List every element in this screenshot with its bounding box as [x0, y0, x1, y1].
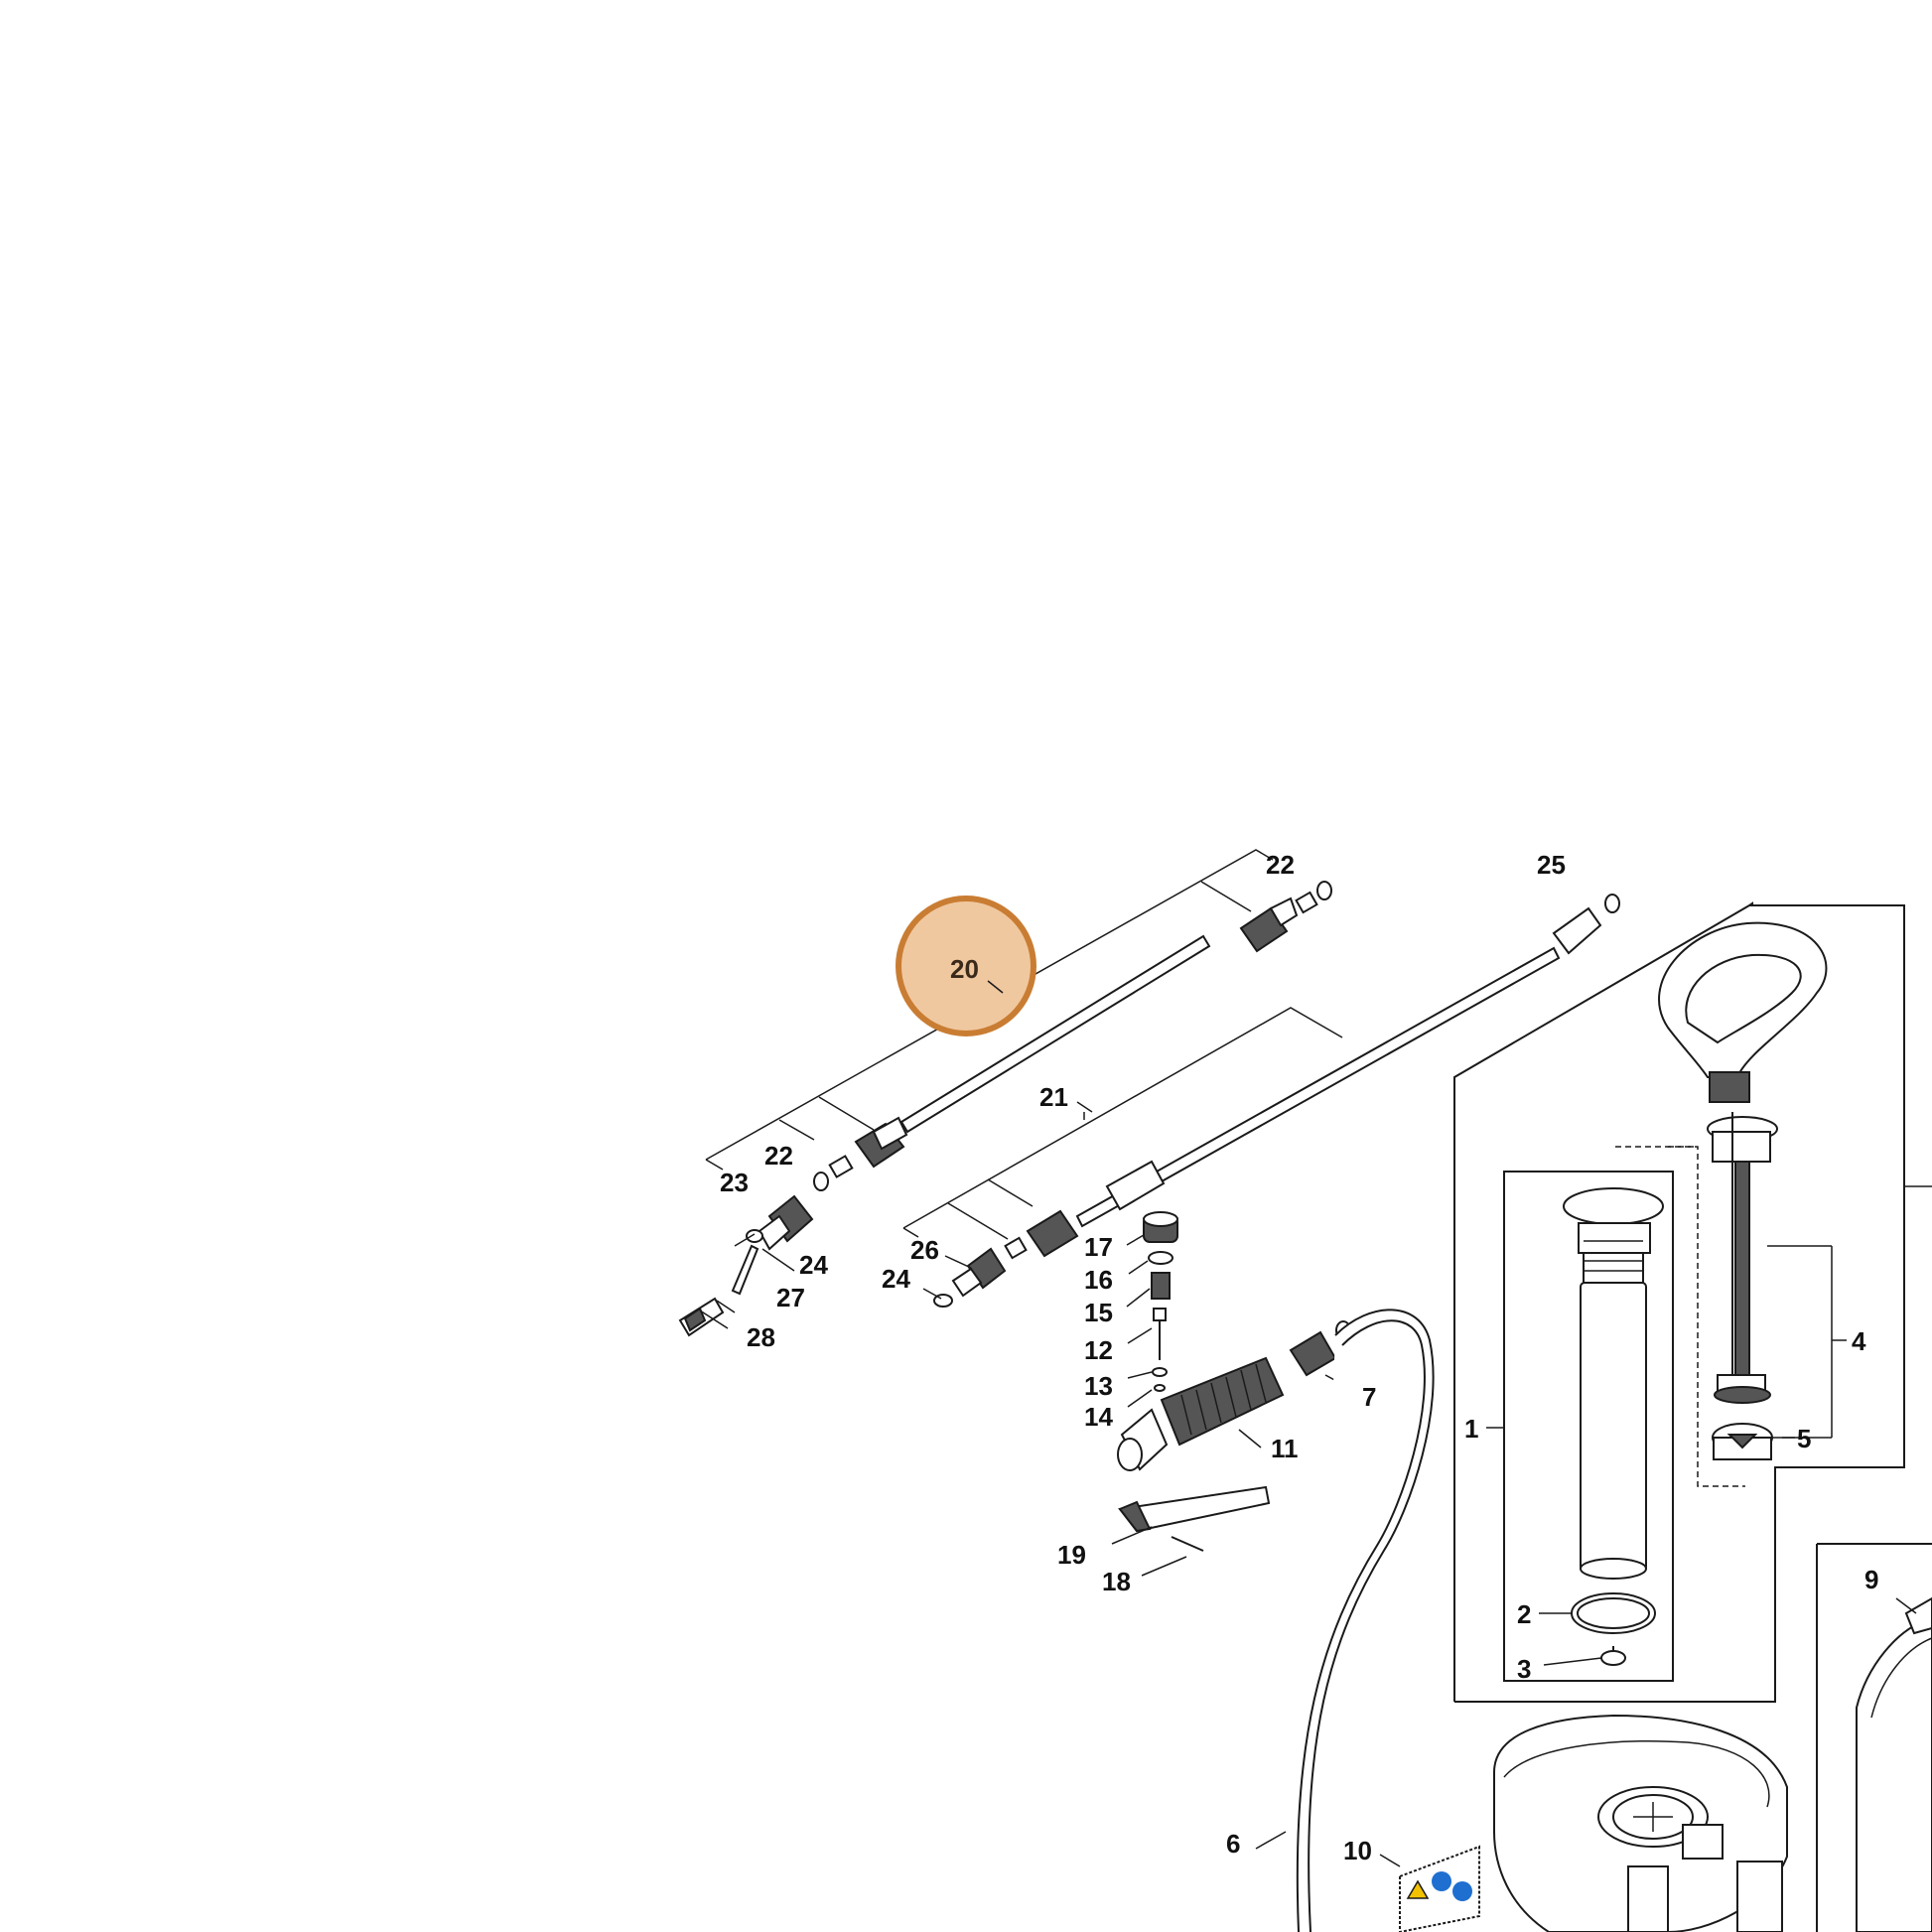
lance-assembly-upper [705, 849, 1332, 1191]
part-label-4[interactable]: 4 [1852, 1326, 1866, 1356]
pump-kit-box [1453, 901, 1932, 1703]
part-label-7[interactable]: 7 [1362, 1382, 1376, 1412]
warning-label-decal [1379, 1845, 1480, 1932]
part-label-2[interactable]: 2 [1517, 1599, 1531, 1629]
part-label-24[interactable]: 24 [799, 1250, 828, 1280]
part-label-23[interactable]: 23 [720, 1168, 749, 1197]
warning-triangle-icon [1406, 1879, 1430, 1899]
hose [1255, 1309, 1435, 1932]
part-label-13[interactable]: 13 [1084, 1371, 1113, 1401]
part-label-9[interactable]: 9 [1864, 1565, 1878, 1594]
info-icon-2 [1452, 1881, 1472, 1901]
part-labels: 22 25 21 22 23 24 27 28 26 24 17 16 15 1… [720, 850, 1878, 1865]
handle-valve-body [1111, 1320, 1363, 1577]
part-label-1[interactable]: 1 [1464, 1414, 1478, 1444]
part-label-17[interactable]: 17 [1084, 1232, 1113, 1262]
part-label-5[interactable]: 5 [1797, 1424, 1811, 1453]
part-label-12[interactable]: 12 [1084, 1335, 1113, 1365]
part-label-14[interactable]: 14 [1084, 1402, 1113, 1432]
highlight-circle[interactable] [896, 896, 1036, 1036]
tank [1493, 1543, 1932, 1932]
nozzle-assembly-left [678, 1194, 814, 1337]
part-label-15[interactable]: 15 [1084, 1298, 1113, 1327]
part-label-25[interactable]: 25 [1537, 850, 1566, 880]
part-label-6[interactable]: 6 [1226, 1829, 1240, 1859]
part-label-11[interactable]: 11 [1271, 1434, 1299, 1463]
nozzle-assembly-center [922, 1247, 1007, 1308]
highlight-callout-20[interactable]: 20 [896, 896, 1036, 1036]
part-label-26[interactable]: 26 [910, 1235, 939, 1265]
part-label-16[interactable]: 16 [1084, 1265, 1113, 1295]
part-label-22[interactable]: 22 [1266, 850, 1295, 880]
part-label-22[interactable]: 22 [764, 1141, 793, 1171]
info-icon-1 [1432, 1871, 1451, 1891]
part-label-20: 20 [950, 954, 979, 984]
part-label-3[interactable]: 3 [1517, 1654, 1531, 1684]
part-label-28[interactable]: 28 [747, 1322, 775, 1352]
part-label-18[interactable]: 18 [1102, 1567, 1131, 1596]
valve-stack [1126, 1211, 1178, 1408]
lance-assembly-lower [902, 894, 1620, 1260]
part-label-19[interactable]: 19 [1057, 1540, 1086, 1570]
part-label-10[interactable]: 10 [1343, 1836, 1372, 1865]
part-label-21[interactable]: 21 [1039, 1082, 1068, 1112]
part-label-27[interactable]: 27 [776, 1283, 805, 1312]
part-label-24[interactable]: 24 [882, 1264, 910, 1294]
